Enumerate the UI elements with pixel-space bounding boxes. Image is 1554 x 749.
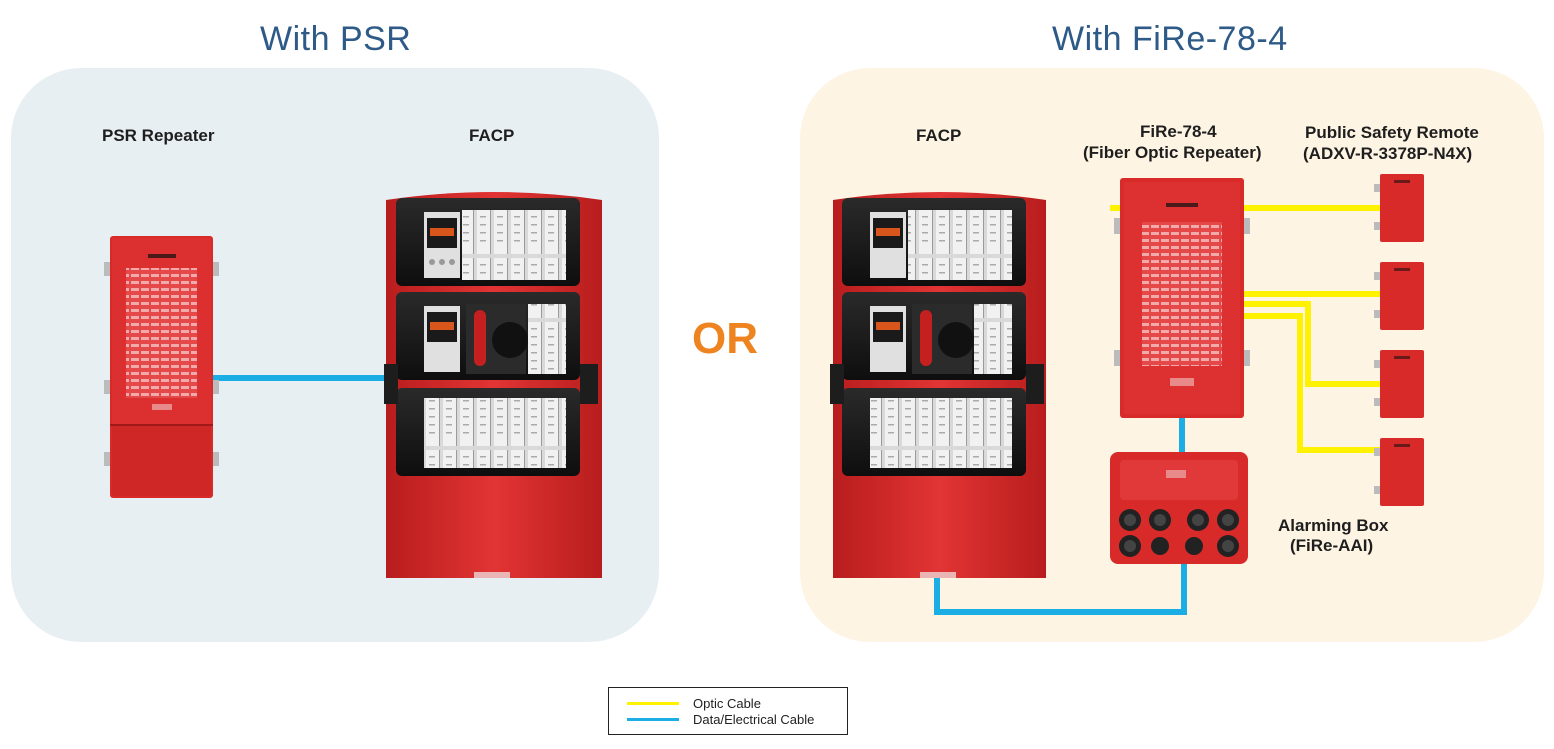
fire-78-4-device xyxy=(1114,178,1250,418)
legend-data-row: Data/Electrical Cable xyxy=(627,712,814,727)
remote-label-line2: (ADXV-R-3378P-N4X) xyxy=(1303,144,1473,163)
fire-78-4-label-line2: (Fiber Optic Repeater) xyxy=(1083,143,1262,162)
optic-cable-swatch xyxy=(627,702,679,705)
facp-right-label: FACP xyxy=(916,126,962,145)
facp-left-label: FACP xyxy=(469,126,515,145)
legend: Optic Cable Data/Electrical Cable xyxy=(608,687,848,735)
legend-optic-label: Optic Cable xyxy=(693,696,761,711)
data-cable-swatch xyxy=(627,718,679,721)
legend-data-label: Data/Electrical Cable xyxy=(693,712,815,727)
left-panel-title: With PSR xyxy=(260,20,412,58)
legend-optic-row: Optic Cable xyxy=(627,696,761,711)
public-safety-remote-2 xyxy=(1374,262,1424,330)
facp-right-device xyxy=(830,192,1046,578)
alarming-box-device xyxy=(1110,452,1248,564)
public-safety-remote-3 xyxy=(1374,350,1424,418)
facp-left-device xyxy=(384,192,602,578)
optic-cables xyxy=(1110,205,1384,453)
psr-repeater-device xyxy=(104,236,219,498)
alarm-box-label-line1: Alarming Box xyxy=(1278,516,1389,535)
or-separator: OR xyxy=(692,314,758,363)
public-safety-remote-1 xyxy=(1374,174,1424,242)
psr-repeater-label: PSR Repeater xyxy=(102,126,215,145)
alarm-box-label-line2: (FiRe-AAI) xyxy=(1290,536,1374,555)
remote-label-line1: Public Safety Remote xyxy=(1305,123,1479,142)
fire-78-4-label-line1: FiRe-78-4 xyxy=(1140,122,1217,141)
right-panel-title: With FiRe-78-4 xyxy=(1052,20,1288,58)
public-safety-remote-4 xyxy=(1374,438,1424,506)
